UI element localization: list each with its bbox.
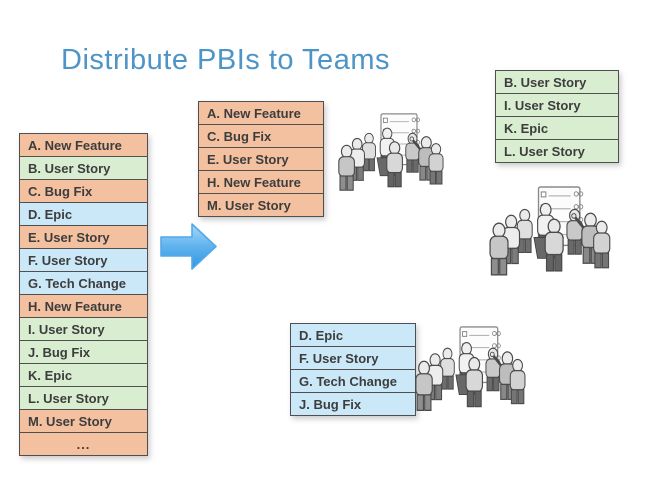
list-item: A. New Feature bbox=[198, 101, 324, 125]
arrow-right-icon bbox=[160, 223, 217, 270]
list-item: C. Bug Fix bbox=[19, 179, 148, 203]
list-item: G. Tech Change bbox=[290, 369, 416, 393]
list-item: I. User Story bbox=[19, 317, 148, 341]
list-item: B. User Story bbox=[19, 156, 148, 180]
list-item: M. User Story bbox=[19, 409, 148, 433]
list-item: L. User Story bbox=[495, 139, 619, 163]
team-people-icon bbox=[489, 186, 611, 276]
list-item: H. New Feature bbox=[198, 170, 324, 194]
page-title: Distribute PBIs to Teams bbox=[61, 44, 390, 76]
list-item: D. Epic bbox=[290, 323, 416, 347]
list-item: J. Bug Fix bbox=[19, 340, 148, 364]
list-item: D. Epic bbox=[19, 202, 148, 226]
list-item: E. User Story bbox=[19, 225, 148, 249]
list-item: ... bbox=[19, 432, 148, 456]
list-item: F. User Story bbox=[19, 248, 148, 272]
list-item: K. Epic bbox=[19, 363, 148, 387]
list-item: F. User Story bbox=[290, 346, 416, 370]
list-item: H. New Feature bbox=[19, 294, 148, 318]
list-item: L. User Story bbox=[19, 386, 148, 410]
list-item: I. User Story bbox=[495, 93, 619, 117]
list-item: K. Epic bbox=[495, 116, 619, 140]
list-item: C. Bug Fix bbox=[198, 124, 324, 148]
list-item: G. Tech Change bbox=[19, 271, 148, 295]
list-item: M. User Story bbox=[198, 193, 324, 217]
list-item: B. User Story bbox=[495, 70, 619, 94]
list-item: E. User Story bbox=[198, 147, 324, 171]
list-item: J. Bug Fix bbox=[290, 392, 416, 416]
team-people-icon bbox=[414, 326, 526, 412]
list-item: A. New Feature bbox=[19, 133, 148, 157]
team-people-icon bbox=[337, 113, 444, 192]
